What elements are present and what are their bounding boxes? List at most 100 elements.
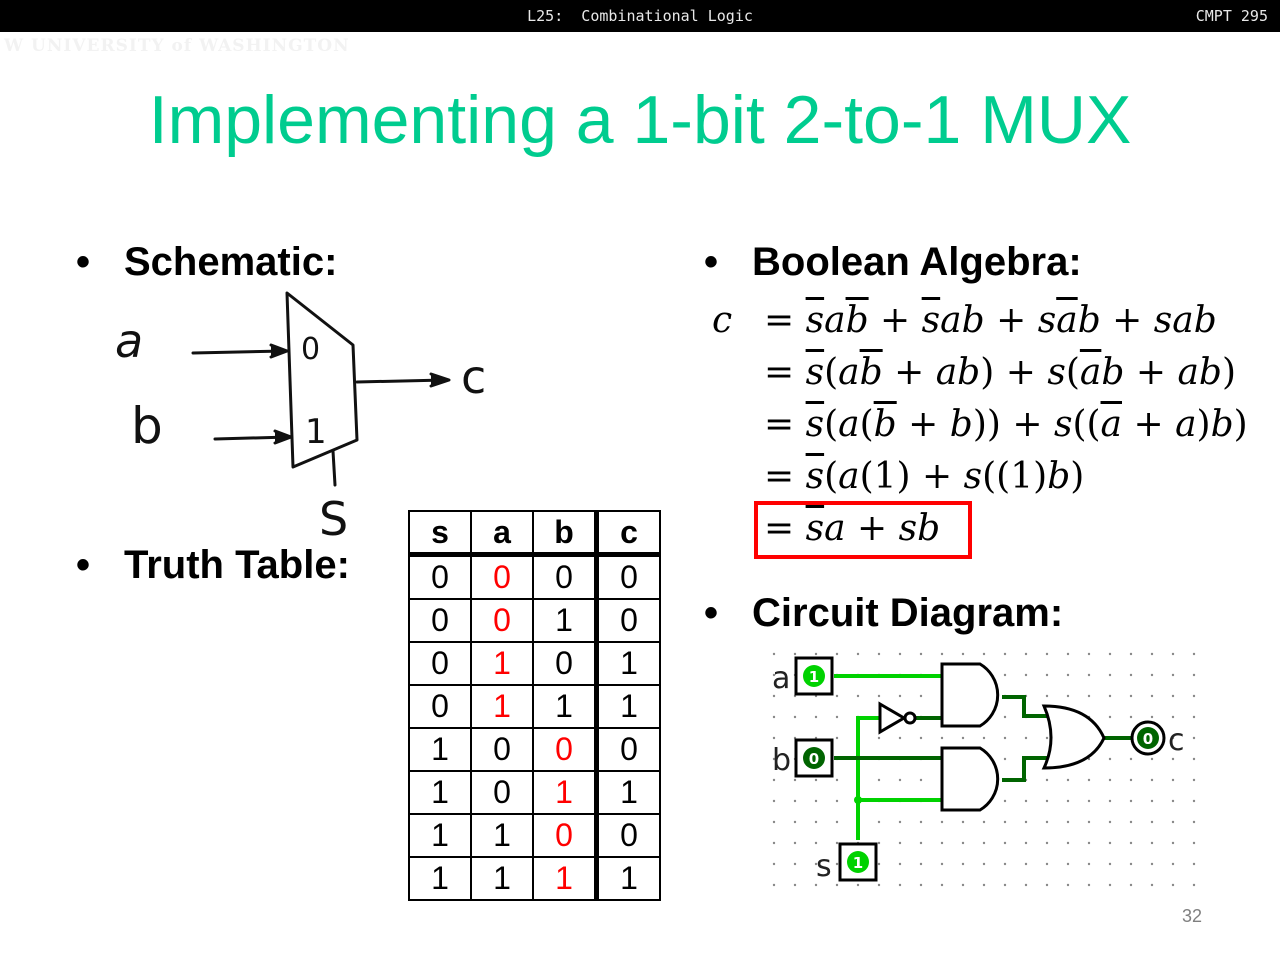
output-pin-c: 0 [1130,720,1166,756]
grid-dot [1066,862,1070,866]
circuit-diagram: 1 a 0 b 1 s 0 c [772,652,1196,887]
pin-b-value: 0 [809,750,819,768]
grid-dot [1045,673,1049,677]
grid-dot [793,715,797,719]
bullet-dot-icon: • [704,591,719,635]
truth-table-cell-s: 0 [408,598,472,643]
grid-dot [1087,778,1091,782]
schematic-select-s: S [319,492,348,545]
grid-dot [1108,673,1112,677]
schematic-output-c: c [461,350,486,404]
truth-table-cell-a: 0 [470,770,534,815]
wire-and1-out [1002,695,1048,718]
university-logo: W UNIVERSITY of WASHINGTON [4,36,350,56]
grid-dot [898,862,902,866]
grid-dot [1108,778,1112,782]
grid-dot [835,652,839,656]
grid-dot [1066,673,1070,677]
grid-dot [1108,652,1112,656]
bullet-label: Boolean Algebra: [752,240,1082,284]
grid-dot [898,652,902,656]
grid-dot [1045,883,1049,887]
header-c: c [595,510,661,557]
truth-table-cell-b: 1 [532,684,599,729]
grid-dot [919,736,923,740]
truth-table-cell-s: 1 [408,813,472,858]
grid-dot [1003,841,1007,845]
grid-dot [1024,841,1028,845]
result-highlight-box [754,501,972,559]
grid-dot [1150,841,1154,845]
grid-dot [1087,883,1091,887]
grid-dot [1024,883,1028,887]
grid-dot [793,820,797,824]
grid-dot [877,694,881,698]
grid-dot [814,799,818,803]
grid-dot [1003,799,1007,803]
arrow-a-icon [269,343,289,359]
page-number: 32 [1182,906,1203,926]
grid-dot [1003,652,1007,656]
pin-c-label: c [1168,723,1185,758]
grid-dot [1171,820,1175,824]
grid-dot [1066,694,1070,698]
grid-dot [835,799,839,803]
truth-table-cell-b: 1 [532,856,599,901]
grid-dot [1024,862,1028,866]
grid-dot [1087,673,1091,677]
grid-dot [1150,715,1154,719]
grid-dot [961,652,965,656]
grid-dot [940,820,944,824]
grid-dot [1087,862,1091,866]
grid-dot [772,652,776,656]
grid-dot [1024,799,1028,803]
grid-dot [1108,883,1112,887]
grid-dot [793,778,797,782]
wire-s-to-not [856,716,880,840]
grid-dot [856,694,860,698]
truth-table-cell-c: 1 [595,856,661,901]
grid-dot [772,673,776,677]
truth-table-cell-c: 1 [595,770,661,815]
grid-dot [814,862,818,866]
input-pin-s[interactable]: 1 [838,842,878,882]
header-b: b [532,510,599,557]
grid-dot [1150,694,1154,698]
grid-dot [1150,673,1154,677]
grid-dot [814,841,818,845]
truth-table-cell-s: 0 [408,553,472,600]
grid-dot [1003,862,1007,866]
grid-dot [919,883,923,887]
grid-dot [814,778,818,782]
grid-dot [793,799,797,803]
bullet-label: Schematic: [124,240,338,284]
grid-dot [1129,841,1133,845]
grid-dot [1108,694,1112,698]
grid-dot [940,862,944,866]
truth-table-cell-c: 0 [595,553,661,600]
input-pin-a[interactable]: 1 [794,656,834,696]
grid-dot [877,862,881,866]
truth-table-cell-a: 1 [470,856,534,901]
bullet-label: Truth Table: [124,543,350,587]
truth-table-cell-b: 0 [532,641,599,686]
grid-dot [772,799,776,803]
grid-dot [982,652,986,656]
truth-table-cell-a: 0 [470,727,534,772]
grid-dot [835,841,839,845]
grid-dot [961,736,965,740]
input-pin-b[interactable]: 0 [794,738,834,778]
grid-dot [793,883,797,887]
grid-dot [1003,736,1007,740]
header-s: s [408,510,472,557]
grid-dot [814,652,818,656]
port-1-label: 1 [305,412,327,452]
grid-dot [793,652,797,656]
grid-dot [919,652,923,656]
grid-dot [856,652,860,656]
truth-table-cell-a: 0 [470,598,534,643]
grid-dot [1150,883,1154,887]
grid-dot [1171,757,1175,761]
